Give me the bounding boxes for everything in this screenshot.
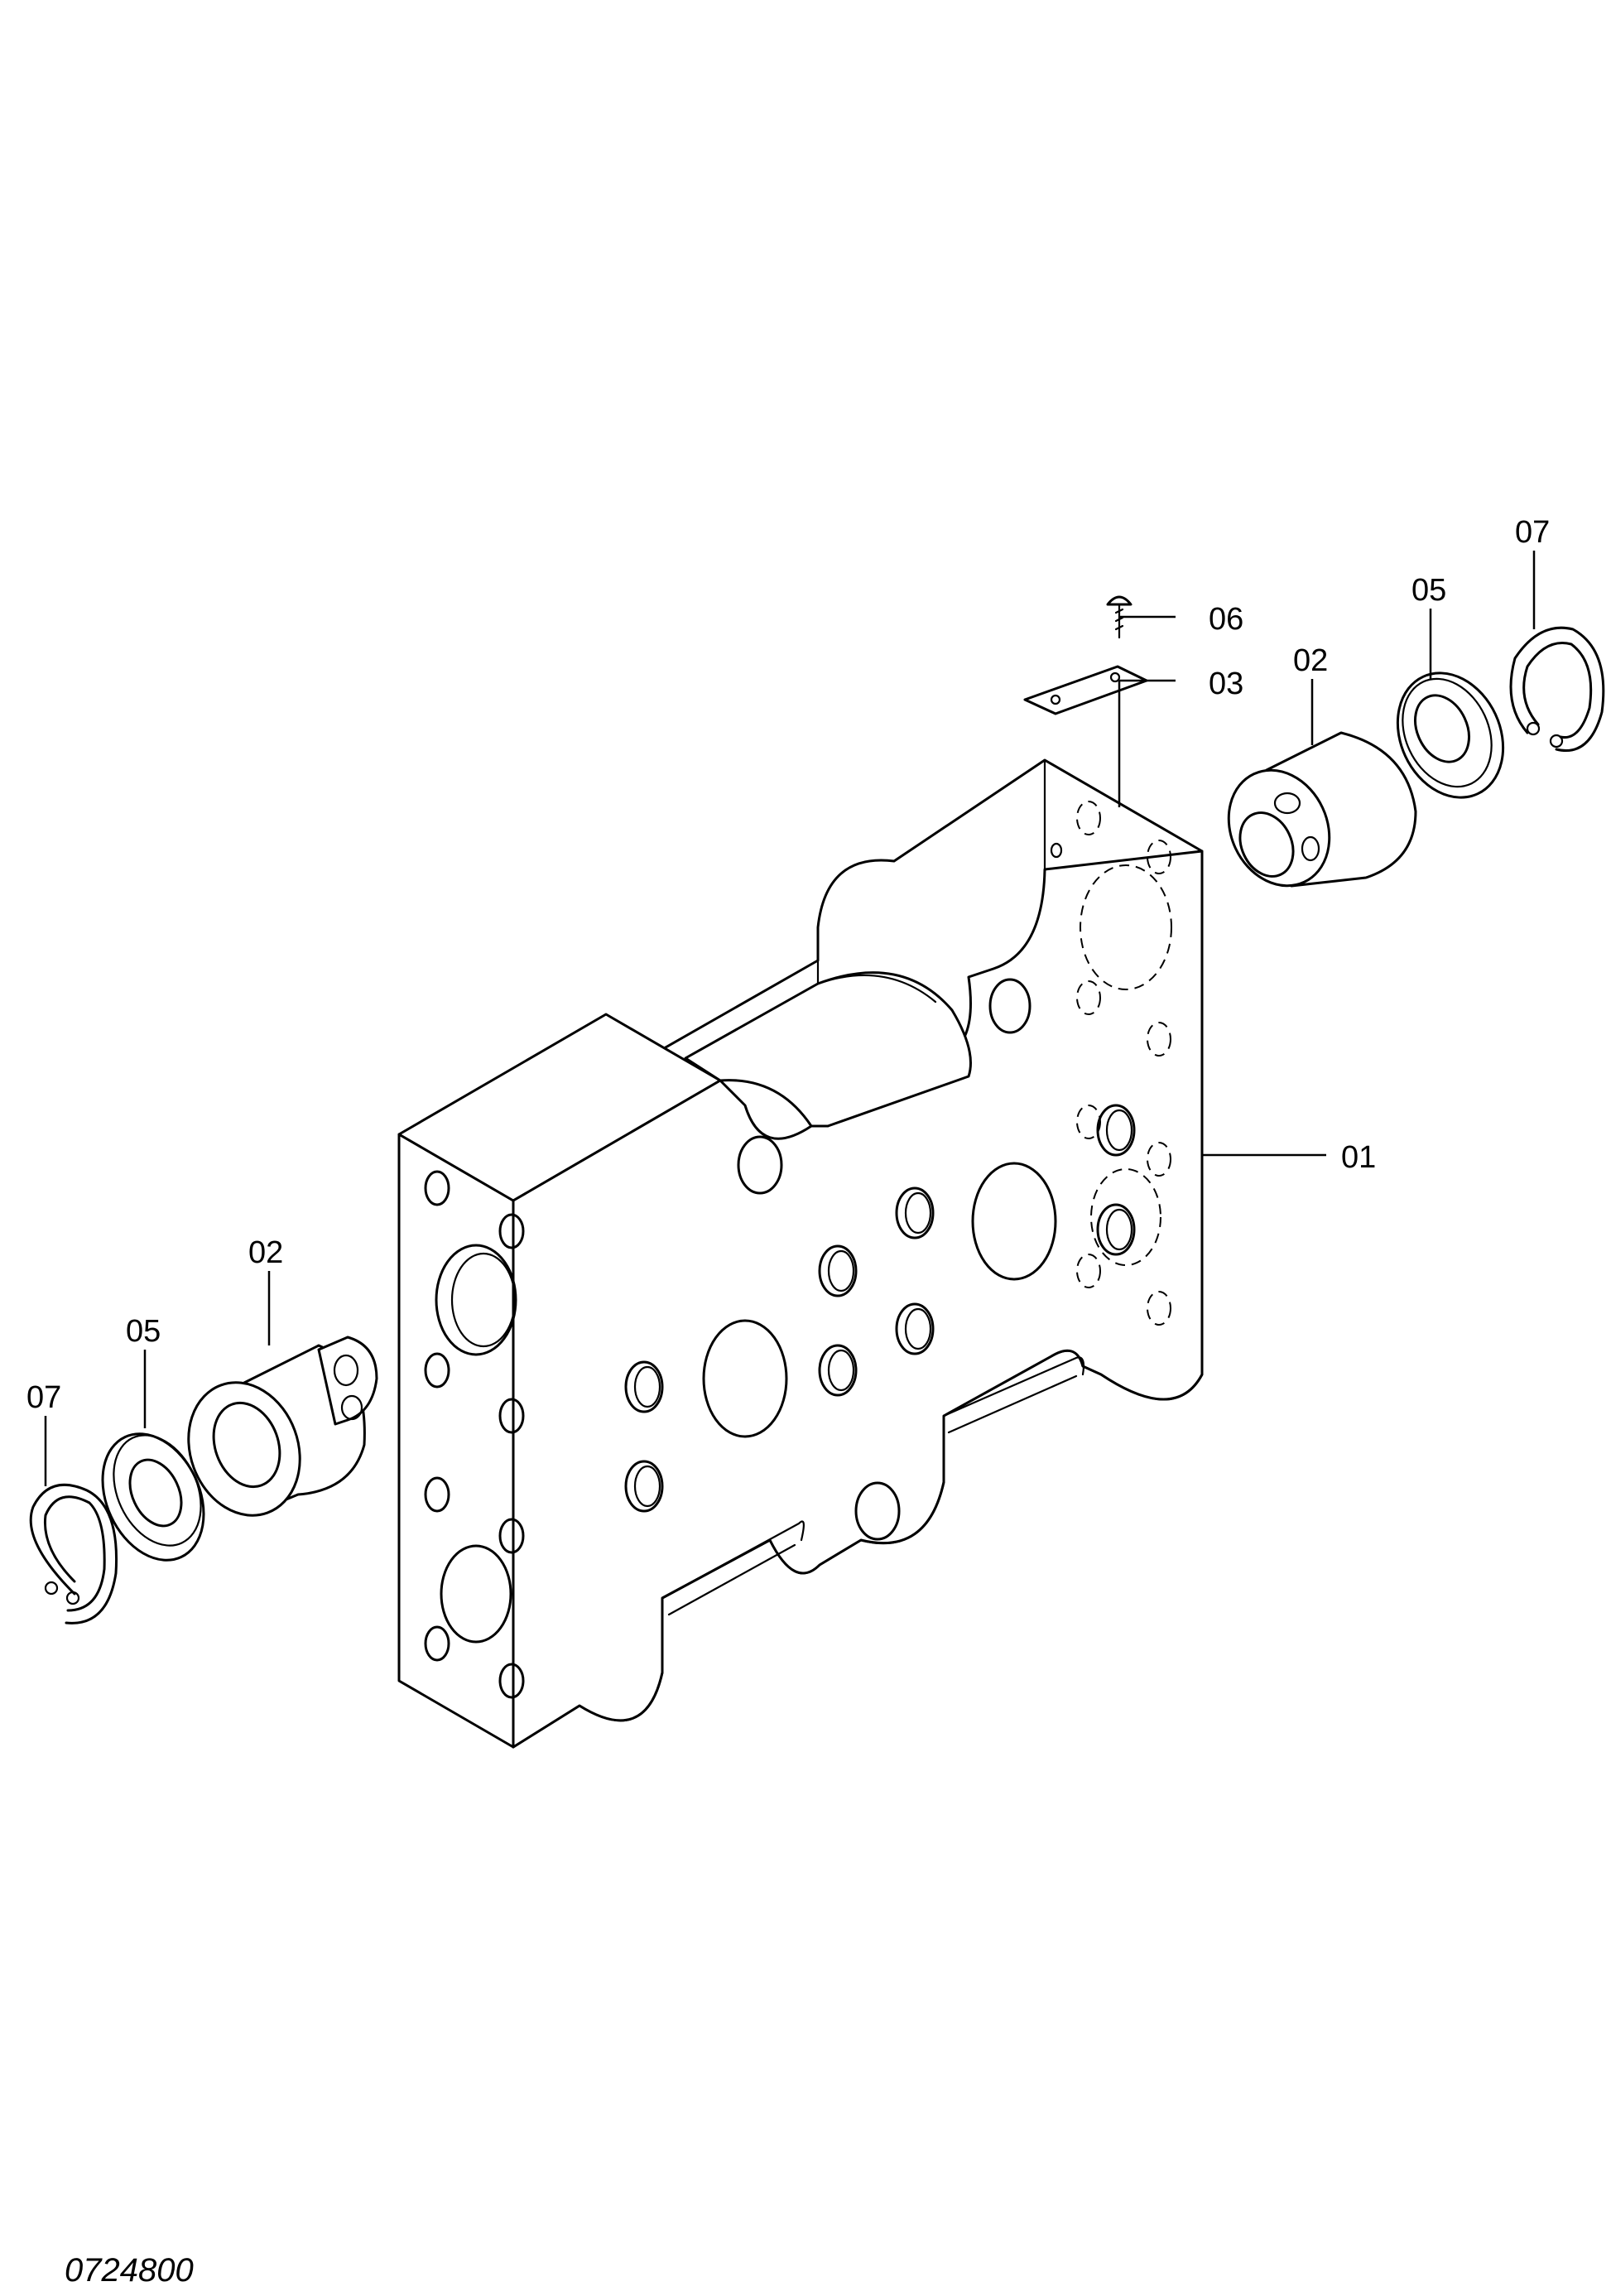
drawing-number: 0724800 — [65, 2252, 194, 2289]
snap-ring-left — [29, 1483, 118, 1625]
name-plate — [1023, 665, 1148, 715]
callout-05-right: 05 — [1411, 573, 1446, 608]
callout-01: 01 — [1341, 1140, 1376, 1175]
rivet-screw — [1106, 595, 1133, 639]
washer-left — [101, 1432, 205, 1562]
plug-right — [1227, 731, 1417, 888]
callout-06: 06 — [1209, 602, 1243, 637]
leader-lines — [44, 551, 1536, 1486]
callout-02-left: 02 — [248, 1235, 283, 1270]
callout-03: 03 — [1209, 667, 1243, 701]
left-face-ports — [424, 1170, 525, 1699]
washer-right — [1396, 671, 1505, 799]
callout-07-right: 07 — [1515, 515, 1550, 550]
callout-02-right: 02 — [1293, 643, 1328, 678]
hidden-features — [1076, 801, 1172, 1326]
callout-07-left: 07 — [26, 1380, 61, 1415]
snap-ring-right — [1509, 626, 1605, 752]
callout-05-left: 05 — [126, 1314, 161, 1349]
valve-block-housing — [397, 758, 1204, 1749]
front-face-ports — [624, 842, 1136, 1541]
plug-left — [187, 1336, 378, 1517]
